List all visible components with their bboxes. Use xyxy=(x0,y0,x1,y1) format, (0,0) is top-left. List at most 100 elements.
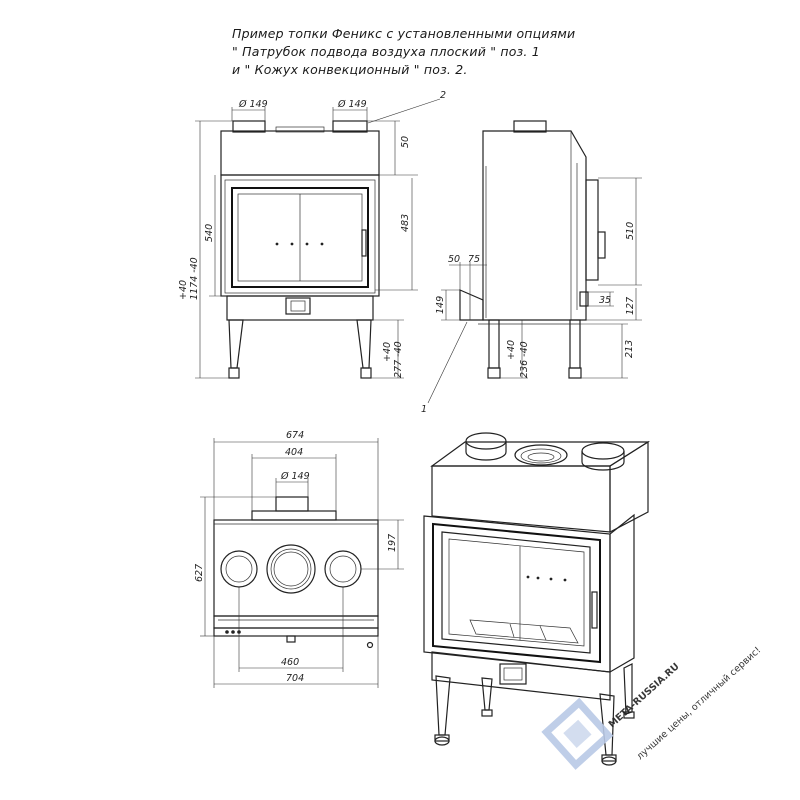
iso-right-collar-top xyxy=(581,442,625,460)
dim-side-75: 75 xyxy=(468,254,480,265)
iso-left-rear-leg xyxy=(481,677,493,711)
iso-door-frame xyxy=(432,522,601,664)
right-leg xyxy=(356,319,372,369)
iso-center-outlet xyxy=(514,444,568,466)
dim-side-236: 236 -40 xyxy=(519,341,530,378)
glass-frame xyxy=(231,187,369,288)
top-view: 674 404 Ø 149 627 197 460 704 xyxy=(194,430,404,688)
side-body xyxy=(482,130,587,321)
iso-right-collar-side xyxy=(581,451,625,471)
regulator-knob xyxy=(290,300,306,312)
top-regulator xyxy=(286,635,296,643)
center-outlet-ring xyxy=(270,548,312,590)
left-outlet-inner xyxy=(225,555,253,583)
dim-side-149: 149 xyxy=(435,296,446,314)
dim-side-127: 127 xyxy=(625,297,636,315)
dim-front-50: 50 xyxy=(400,136,411,148)
dim-front-540: 540 xyxy=(204,224,215,242)
side-flue-collar xyxy=(513,120,547,133)
side-door-profile xyxy=(585,179,599,281)
dim-top-404: 404 xyxy=(285,447,303,458)
dim-top-460: 460 xyxy=(281,657,299,668)
air-inlet-spigot xyxy=(459,289,484,321)
left-outlet-outer xyxy=(220,550,258,588)
top-body xyxy=(213,519,379,617)
dim-front-total-tol: +40 xyxy=(178,280,189,300)
right-outlet-outer xyxy=(324,550,362,588)
dim-side-236-tol: +40 xyxy=(506,340,517,360)
dim-front-total: 1174 -40 xyxy=(189,257,200,300)
top-plate xyxy=(275,126,325,133)
center-outlet-outer xyxy=(266,544,316,594)
watermark-slogan: лучшие цены, отличный сервис! xyxy=(635,645,764,762)
right-foot xyxy=(360,367,372,379)
top-door-strip xyxy=(213,627,379,637)
top-front-strip xyxy=(213,615,379,629)
iso-glass xyxy=(441,531,591,654)
center-outlet-inner xyxy=(273,551,309,587)
iso-left-front-leg xyxy=(435,675,451,736)
dim-front-dia-left: Ø 149 xyxy=(238,99,268,110)
dim-side-213: 213 xyxy=(624,340,635,358)
left-flue-collar xyxy=(232,120,266,133)
dim-side-510: 510 xyxy=(625,222,636,240)
callout-1-leader xyxy=(427,321,468,404)
dim-side-35: 35 xyxy=(599,295,611,306)
side-front-leg xyxy=(569,319,581,369)
iso-casing-front xyxy=(431,465,611,533)
iso-grate xyxy=(469,619,579,644)
door-frame xyxy=(224,179,376,294)
dim-top-197: 197 xyxy=(387,534,398,552)
side-rear-foot xyxy=(487,367,501,379)
iso-left-collar-side xyxy=(465,441,507,461)
bolt xyxy=(305,242,309,246)
top-leg-mark xyxy=(366,641,374,649)
side-regulator xyxy=(579,291,589,307)
bolt xyxy=(320,242,324,246)
bolt xyxy=(290,242,294,246)
watermark-brand: META-RUSSIA.RU xyxy=(607,661,682,730)
title-line-2: " Патрубок подвода воздуха плоский " поз… xyxy=(232,44,540,59)
dim-front-483: 483 xyxy=(400,214,411,232)
top-collar-flange xyxy=(251,510,337,521)
title-line-3: и " Кожух конвекционный " поз. 2. xyxy=(232,62,468,77)
iso-inner-glass xyxy=(448,538,585,647)
iso-body-side xyxy=(609,513,635,674)
dim-top-674: 674 xyxy=(286,430,304,441)
convection-casing xyxy=(220,130,380,176)
dim-top-627: 627 xyxy=(194,564,205,582)
right-outlet-inner xyxy=(329,555,357,583)
callout-2-leader xyxy=(367,98,441,124)
ash-pan-area xyxy=(226,295,374,321)
dim-front-277: 277 -40 xyxy=(393,341,404,378)
door-handle xyxy=(361,229,367,257)
side-handle xyxy=(597,231,606,259)
iso-left-collar-top xyxy=(465,432,507,450)
dim-front-dia-right: Ø 149 xyxy=(337,99,367,110)
callout-2: 2 xyxy=(440,90,446,101)
iso-casing-side xyxy=(609,440,649,533)
dim-side-50: 50 xyxy=(448,254,460,265)
side-view: 50 75 149 1 510 35 127 213 +40 236 -40 xyxy=(421,120,642,415)
side-front-foot xyxy=(568,367,582,379)
top-flue-collar xyxy=(275,496,309,512)
left-foot xyxy=(228,367,240,379)
dim-top-dia: Ø 149 xyxy=(280,471,310,482)
front-view: Ø 149 Ø 149 2 50 483 540 +40 1174 -40 +4… xyxy=(178,90,446,379)
left-leg xyxy=(228,319,244,369)
callout-1: 1 xyxy=(421,404,427,415)
right-flue-collar xyxy=(332,120,368,133)
watermark-logo-icon xyxy=(541,697,614,770)
side-rear-leg xyxy=(488,319,500,369)
title-line-1: Пример топки Феникс с установленными опц… xyxy=(232,26,576,41)
iso-ash-area xyxy=(431,651,611,701)
bolt xyxy=(275,242,279,246)
dim-top-704: 704 xyxy=(286,673,304,684)
dim-front-277-tol: +40 xyxy=(382,342,393,362)
iso-regulator xyxy=(499,663,527,685)
air-regulator xyxy=(285,297,311,315)
watermark: META-RUSSIA.RU лучшие цены, отличный сер… xyxy=(541,645,764,770)
iso-handle xyxy=(591,591,598,629)
isometric-view xyxy=(423,432,651,766)
